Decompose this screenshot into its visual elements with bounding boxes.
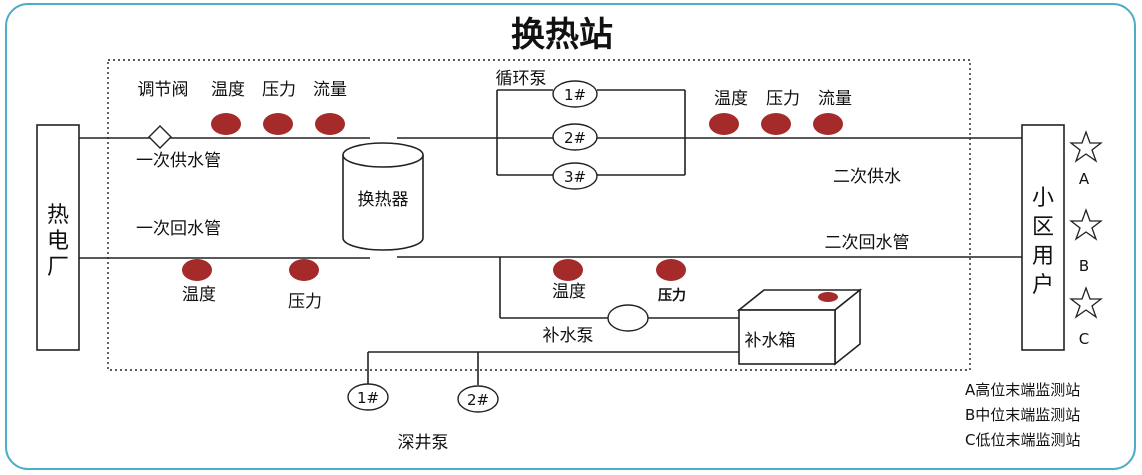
secondary-supply-pressure-sensor <box>761 113 791 135</box>
circulation-pump-2-label: 2# <box>564 129 586 147</box>
station-boundary <box>107 59 971 371</box>
primary-return-pressure-label: 压力 <box>288 292 322 312</box>
primary-supply-flow-label: 流量 <box>313 80 347 100</box>
primary-supply-temperature-label: 温度 <box>211 80 245 100</box>
circulation-pump-3-icon <box>552 162 598 190</box>
makeup-tank-label: 补水箱 <box>745 331 796 351</box>
community-label-3: 用 <box>1032 244 1054 269</box>
makeup-tank-icon <box>736 288 863 366</box>
station-c-marker: C <box>1079 330 1089 348</box>
legend-station-c: C低位末端监测站 <box>965 431 1080 449</box>
station-c-star-icon <box>1069 286 1103 319</box>
secondary-supply-flow-label: 流量 <box>818 89 852 109</box>
circulation-pump-label: 循环泵 <box>496 69 547 89</box>
power-plant-label-3: 厂 <box>47 255 69 280</box>
circulation-pump-3-label: 3# <box>564 168 586 186</box>
primary-return-temperature-label: 温度 <box>182 285 216 305</box>
regulating-valve-label: 调节阀 <box>138 80 189 100</box>
community-label-1: 小 <box>1032 186 1054 211</box>
station-a-marker: A <box>1079 170 1090 188</box>
primary-supply-temperature-sensor <box>211 113 241 135</box>
power-plant-box <box>36 124 80 351</box>
secondary-supply-temperature-sensor <box>709 113 739 135</box>
secondary-supply-pressure-label: 压力 <box>766 89 800 109</box>
outer-frame <box>5 3 1136 470</box>
secondary-supply-temperature-label: 温度 <box>714 89 748 109</box>
legend-station-b: B中位末端监测站 <box>965 406 1080 424</box>
power-plant-label-2: 电 <box>47 229 69 254</box>
secondary-return-pressure-label: 压力 <box>658 287 686 304</box>
secondary-return-temperature-label: 温度 <box>552 282 586 302</box>
primary-return-temperature-sensor <box>182 259 212 281</box>
heat-exchanger-icon <box>342 142 424 251</box>
legend-station-a: A高位末端监测站 <box>965 381 1080 399</box>
circulation-pump-1-label: 1# <box>564 86 586 104</box>
secondary-supply-flow-sensor <box>813 113 843 135</box>
deep-well-pump-label: 深井泵 <box>398 433 449 453</box>
regulating-valve-icon <box>148 125 172 149</box>
diagram-title: 换热站 <box>511 15 613 55</box>
circulation-pump-2-icon <box>552 123 598 151</box>
community-label-2: 区 <box>1032 215 1054 240</box>
deep-well-pump-2-label: 2# <box>467 391 489 409</box>
station-b-marker: B <box>1079 257 1089 275</box>
community-box <box>1021 124 1065 351</box>
makeup-pump-icon <box>607 304 649 332</box>
primary-supply-pressure-label: 压力 <box>262 80 296 100</box>
station-a-star-icon <box>1069 130 1103 163</box>
secondary-supply-label: 二次供水 <box>833 167 901 187</box>
station-b-star-icon <box>1069 208 1103 241</box>
secondary-return-pressure-sensor <box>656 259 686 281</box>
power-plant-label-1: 热 <box>47 203 69 228</box>
makeup-pump-label: 补水泵 <box>543 326 594 346</box>
primary-return-pressure-sensor <box>289 259 319 281</box>
primary-supply-pressure-sensor <box>263 113 293 135</box>
primary-supply-flow-sensor <box>315 113 345 135</box>
deep-well-pump-1-label: 1# <box>357 389 379 407</box>
heat-exchanger-label: 换热器 <box>358 190 409 210</box>
deep-well-pump-2-icon <box>457 385 499 413</box>
secondary-return-label: 二次回水管 <box>825 233 910 253</box>
secondary-return-temperature-sensor <box>553 259 583 281</box>
deep-well-pump-1-icon <box>347 383 389 411</box>
circulation-pump-1-icon <box>552 80 598 108</box>
primary-return-label: 一次回水管 <box>136 219 221 239</box>
community-label-4: 户 <box>1032 273 1054 298</box>
primary-supply-label: 一次供水管 <box>136 151 221 171</box>
